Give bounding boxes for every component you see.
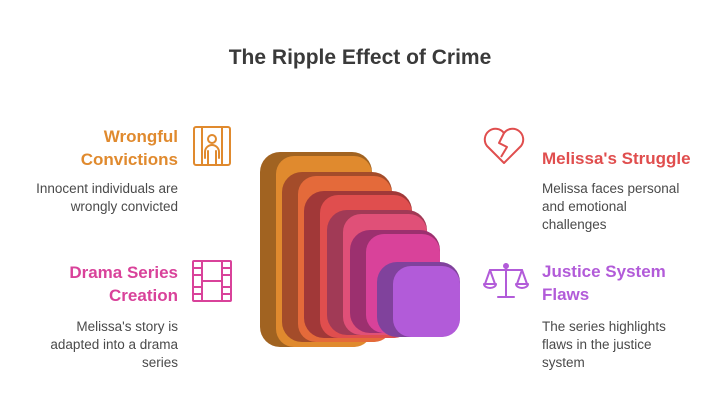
heading-justice-system-flaws: Justice System Flaws (542, 262, 666, 304)
film-strip-icon (192, 260, 232, 302)
desc-melissas-struggle: Melissa faces personal and emotional cha… (542, 181, 680, 232)
layer-6-face (393, 266, 460, 337)
desc-wrongful-convictions: Innocent individuals are wrongly convict… (36, 181, 178, 214)
heading-wrongful-convictions: Wrongful Convictions (80, 127, 178, 169)
scales-of-justice-icon (483, 263, 529, 298)
heading-melissas-struggle: Melissa's Struggle (542, 149, 691, 168)
heading-drama-series: Drama Series Creation (69, 263, 178, 305)
desc-drama-series: Melissa's story is adapted into a drama … (50, 319, 178, 370)
prisoner-behind-bars-icon (193, 126, 231, 166)
diagram-title: The Ripple Effect of Crime (228, 46, 492, 69)
desc-justice-system-flaws: The series highlights flaws in the justi… (542, 319, 666, 370)
broken-heart-icon (483, 127, 525, 164)
